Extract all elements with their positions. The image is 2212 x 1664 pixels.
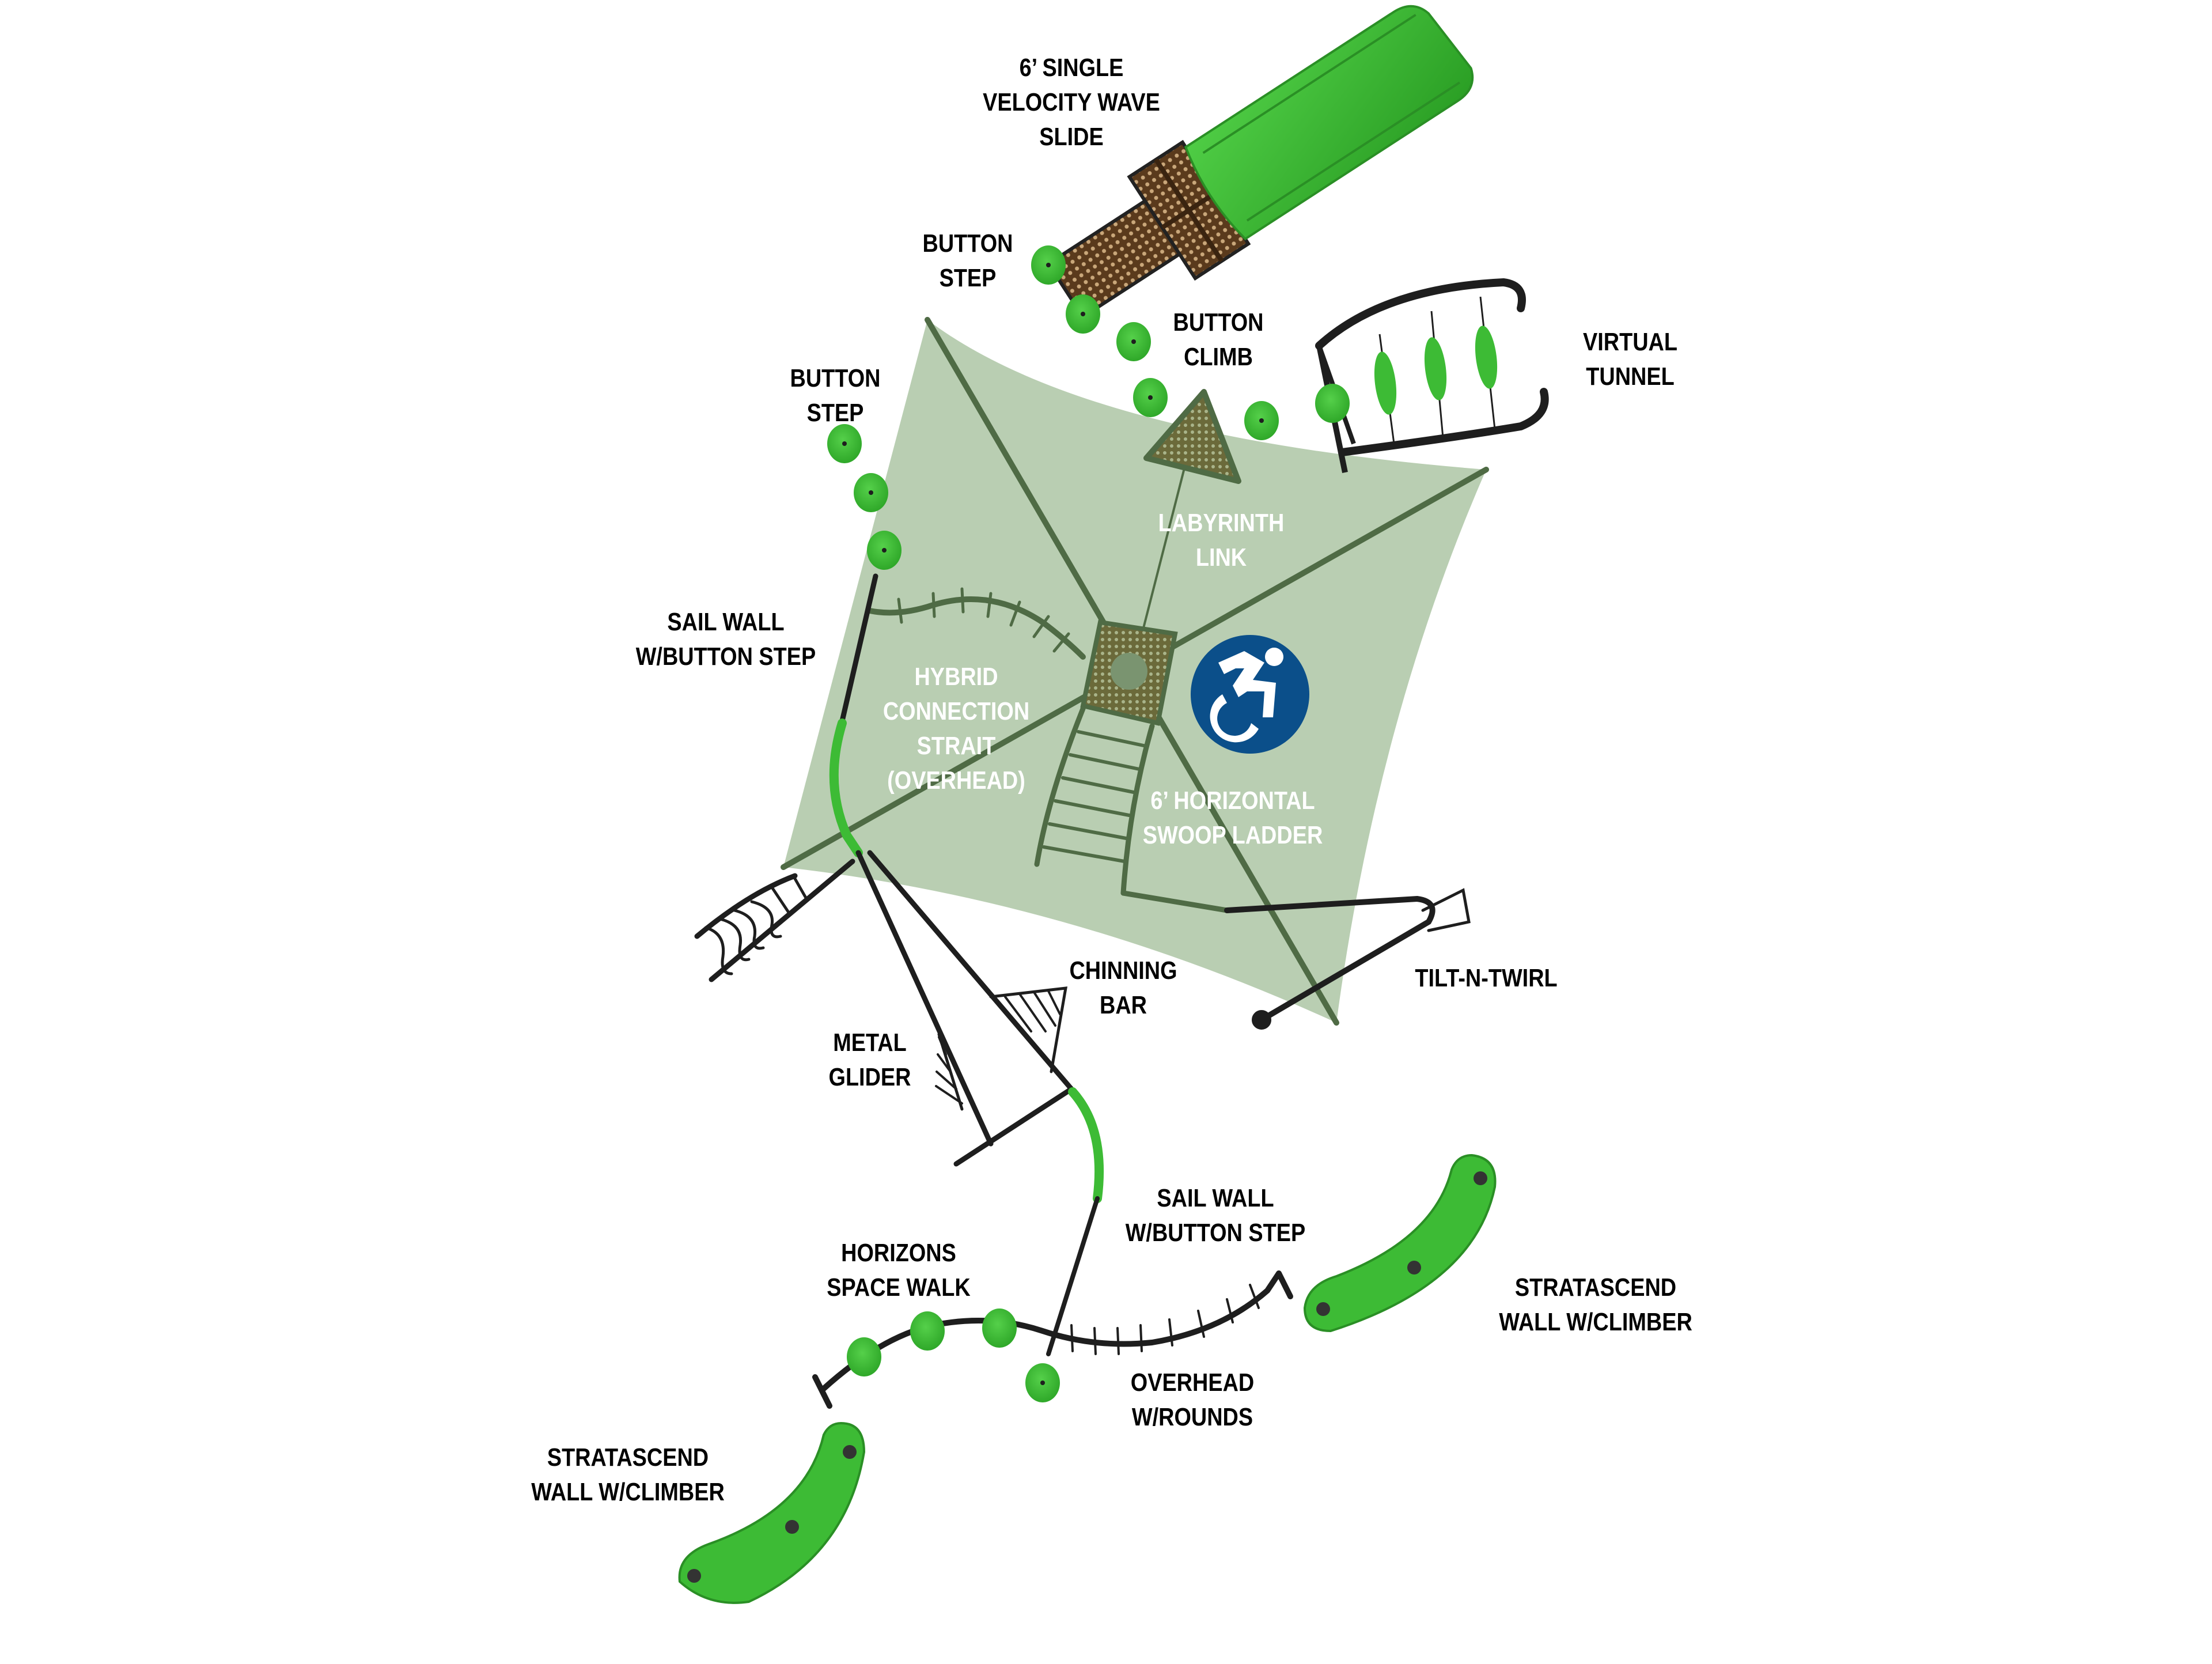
labyrinth-link-panel xyxy=(1143,389,1241,484)
label-stratascend-right: STRATASCEND WALL W/CLIMBER xyxy=(1499,1273,1692,1336)
velocity-wave-slide xyxy=(1046,5,1474,320)
label-overhead-rounds: OVERHEAD W/ROUNDS xyxy=(1130,1368,1255,1431)
label-horizons-space-walk: HORIZONS SPACE WALK xyxy=(827,1239,971,1302)
label-metal-glider: METAL GLIDER xyxy=(828,1028,911,1091)
button-step-path-top xyxy=(1031,245,1350,440)
accessible-wheelchair-icon xyxy=(1191,635,1309,754)
label-virtual-tunnel: VIRTUAL TUNNEL xyxy=(1583,328,1677,391)
label-sail-wall-lower: SAIL WALL W/BUTTON STEP xyxy=(1125,1184,1306,1247)
sail-wall-lower xyxy=(1046,1087,1104,1356)
button-step xyxy=(982,1308,1017,1348)
horizons-space-walk-steps xyxy=(847,1308,1060,1402)
label-labyrinth-link: LABYRINTH LINK xyxy=(1158,509,1285,572)
label-swoop-ladder: 6’ HORIZONTAL SWOOP LADDER xyxy=(1142,786,1323,849)
stratascend-wall-left xyxy=(678,1421,866,1604)
hybrid-connection-strait xyxy=(867,587,1086,660)
sail-wall-upper xyxy=(829,573,878,857)
button-step xyxy=(910,1311,945,1351)
label-stratascend-left: STRATASCEND WALL W/CLIMBER xyxy=(531,1443,725,1506)
central-deck xyxy=(1080,619,1178,726)
label-button-climb: BUTTON CLIMB xyxy=(1173,308,1264,371)
virtual-tunnel-equipment xyxy=(1315,278,1549,474)
wave-ladder xyxy=(694,859,855,982)
button-step xyxy=(847,1337,881,1376)
button-step xyxy=(1315,384,1350,423)
stratascend-wall-right xyxy=(1303,1154,1497,1333)
label-button-step-left: BUTTON STEP xyxy=(790,364,881,427)
slide-chute xyxy=(1184,5,1474,241)
label-chinning-bar: CHINNING BAR xyxy=(1069,956,1177,1019)
label-hybrid-connection: HYBRID CONNECTION STRAIT (OVERHEAD) xyxy=(882,663,1030,795)
label-sail-wall-upper: SAIL WALL W/BUTTON STEP xyxy=(635,608,816,671)
label-tilt-n-twirl: TILT-N-TWIRL xyxy=(1415,964,1558,992)
horizontal-swoop-ladder xyxy=(1034,706,1230,913)
metal-glider-frame xyxy=(855,850,1074,1167)
button-step-path-left xyxy=(827,424,902,570)
overhead-rounds-rail xyxy=(812,1270,1293,1409)
label-button-step-top: BUTTON STEP xyxy=(922,229,1013,292)
tilt-n-twirl-equipment xyxy=(1224,888,1471,1030)
label-slide: 6’ SINGLE VELOCITY WAVE SLIDE xyxy=(983,54,1160,151)
